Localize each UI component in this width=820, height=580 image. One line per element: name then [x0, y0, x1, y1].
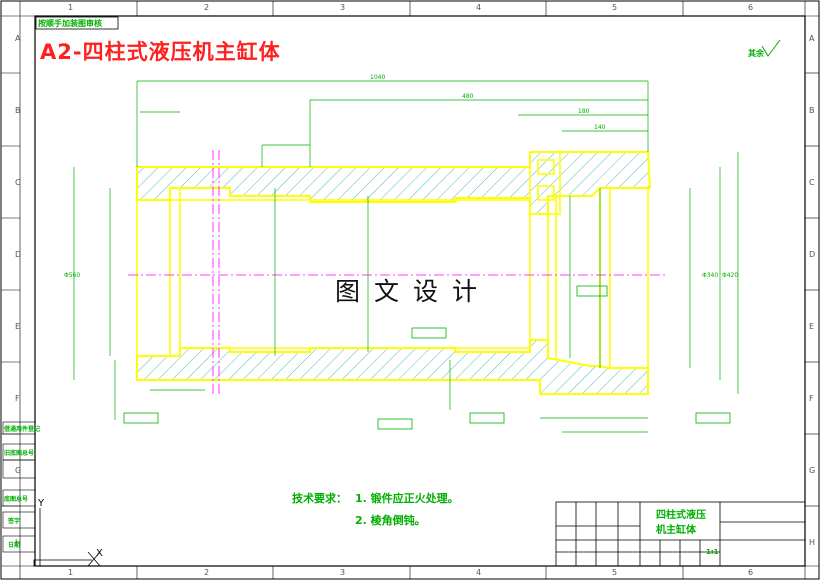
- watermark: 图文设计: [335, 277, 492, 306]
- dimension-lines: [73, 80, 739, 433]
- left-strip-label: 日期: [8, 542, 21, 549]
- dim-dia-340: Φ340: [702, 272, 719, 279]
- col-label: 3: [340, 568, 346, 577]
- row-label: A: [809, 34, 815, 43]
- col-label: 5: [612, 3, 618, 12]
- row-label: D: [809, 250, 816, 259]
- row-label: A: [15, 34, 21, 43]
- dim-length-140: 140: [594, 124, 606, 131]
- row-label: G: [15, 466, 22, 475]
- dim-overall-length: 1040: [370, 74, 386, 81]
- row-label: F: [809, 394, 814, 403]
- col-label: 1: [68, 3, 74, 12]
- axis-y-label: Y: [38, 498, 45, 509]
- row-label: C: [15, 178, 21, 187]
- top-left-stamp: 按顺手加装图审核: [38, 19, 102, 28]
- tech-requirement-2: 2. 棱角倒钝。: [355, 514, 426, 527]
- scale-value: 1:1: [706, 548, 719, 556]
- upper-wall-section: [136, 151, 652, 215]
- left-strip-label: 借通用件登记: [4, 426, 41, 433]
- left-strip: [2, 421, 36, 553]
- row-label: E: [15, 322, 21, 331]
- col-label: 5: [612, 568, 618, 577]
- row-label: G: [809, 466, 816, 475]
- col-label: 6: [748, 3, 754, 12]
- dim-length-180: 180: [578, 108, 590, 115]
- row-label: H: [15, 538, 22, 547]
- top-left-stamp-box: [35, 16, 119, 30]
- col-label: 2: [204, 568, 210, 577]
- row-label: E: [809, 322, 815, 331]
- roughness-note: 其余: [748, 49, 764, 58]
- col-label: 4: [476, 568, 482, 577]
- dim-length-480: 480: [462, 93, 474, 100]
- part-name-line-2: 机主缸体: [656, 525, 696, 536]
- col-label: 4: [476, 3, 482, 12]
- row-label: C: [809, 178, 815, 187]
- row-label: D: [15, 250, 22, 259]
- col-label: 3: [340, 3, 346, 12]
- tech-requirements-heading: 技术要求：: [292, 492, 347, 505]
- row-label: F: [15, 394, 20, 403]
- lower-wall-section: [136, 339, 649, 395]
- left-strip-label: 底图总号: [4, 496, 29, 503]
- dim-dia-560: Φ560: [64, 272, 81, 279]
- left-strip-label: 签字: [8, 518, 21, 525]
- row-label: B: [809, 106, 815, 115]
- centerlines: [128, 150, 665, 395]
- col-label: 6: [748, 568, 754, 577]
- row-label: H: [809, 538, 816, 547]
- axis-x-label: X: [96, 548, 103, 559]
- dim-dia-420: Φ420: [722, 272, 739, 279]
- col-label: 1: [68, 568, 74, 577]
- drawing-title: A2-四柱式液压机主缸体: [40, 40, 281, 64]
- col-label: 2: [204, 3, 210, 12]
- row-label: B: [15, 106, 21, 115]
- roughness-symbol: [761, 39, 781, 57]
- feature-control-frames: [123, 285, 731, 430]
- title-block-frame: [555, 501, 806, 567]
- column-ticks: [136, 1, 684, 579]
- ucs-axis-icon: [33, 508, 101, 567]
- left-strip-label: 旧底图总号: [4, 450, 35, 457]
- tech-requirement-1: 1. 锻件应正火处理。: [355, 492, 459, 505]
- part-name-line-1: 四柱式液压: [656, 510, 706, 521]
